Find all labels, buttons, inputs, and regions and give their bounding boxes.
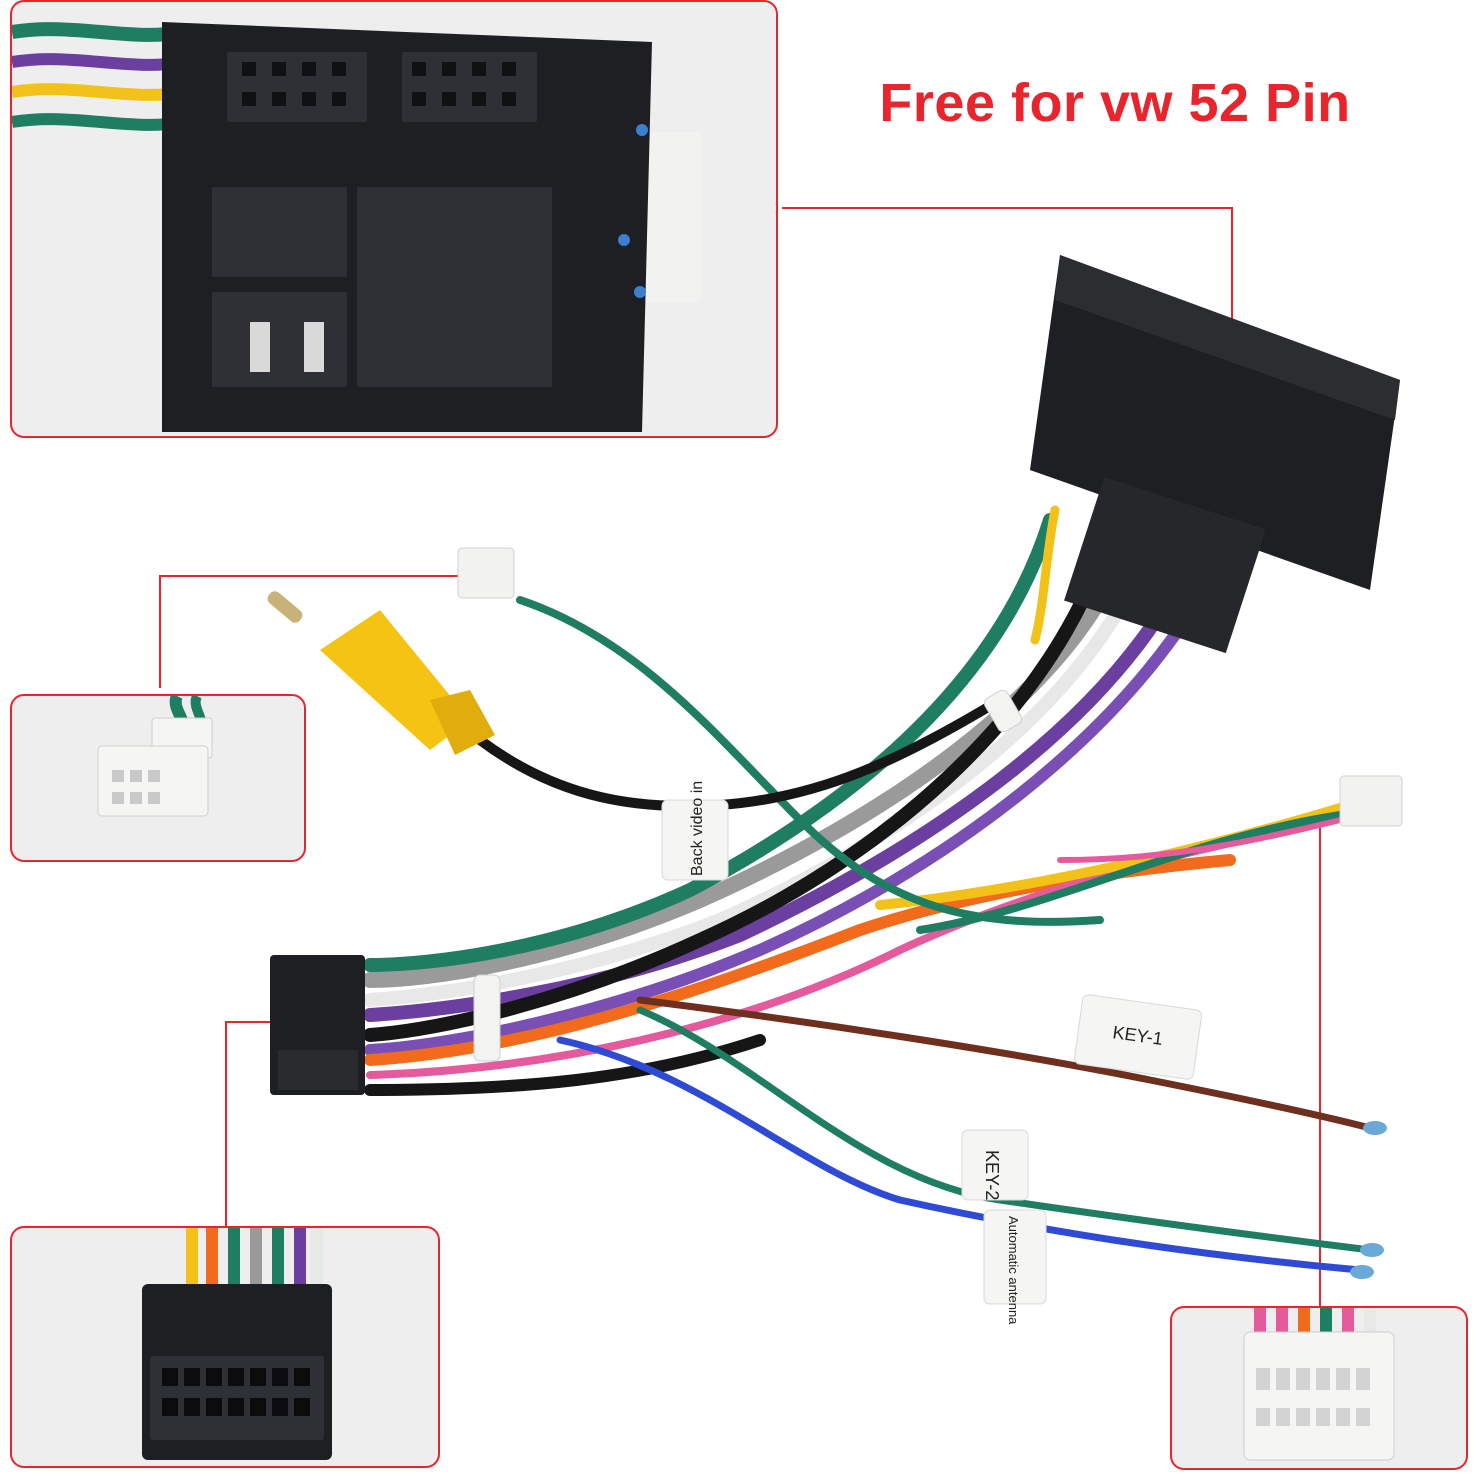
vw-52pin-connector-icon — [1030, 255, 1400, 654]
tag-back-video-in-label: Back video in — [689, 781, 706, 876]
tag-back-video-in: Back video in — [661, 781, 729, 881]
wire-end-caps — [1350, 1121, 1387, 1279]
tag-automatic-antenna: Automatic antenna — [983, 1209, 1047, 1325]
16pin-closeup-image — [142, 1228, 332, 1460]
inset-small-plug-closeup — [10, 694, 306, 862]
tag-key1: KEY-1 — [1073, 994, 1203, 1080]
16pin-iso-connector-icon — [270, 955, 365, 1095]
headline-free-for-vw-52-pin: Free for vw 52 Pin — [879, 73, 1351, 133]
right-white-plug — [1339, 775, 1403, 827]
tag-key2: KEY-2 — [961, 1129, 1029, 1201]
rca-plug-icon — [267, 591, 495, 755]
inset-16pin-closeup — [10, 1226, 440, 1468]
inset-white-plug-closeup — [1170, 1306, 1468, 1470]
tag-automatic-antenna-label: Automatic antenna — [1006, 1216, 1021, 1325]
white-plug-closeup-image — [1243, 1308, 1395, 1461]
callout-line-small-plug — [159, 575, 480, 688]
vw-connector-closeup-image — [12, 22, 702, 432]
small-plug-closeup-image — [97, 696, 213, 817]
inset-vw-connector-closeup — [10, 0, 778, 438]
tag-key2-label: KEY-2 — [982, 1150, 1002, 1200]
small-white-plug — [457, 547, 515, 599]
cable-ties — [473, 689, 1023, 1062]
callout-line-white-plug — [1319, 817, 1374, 1310]
